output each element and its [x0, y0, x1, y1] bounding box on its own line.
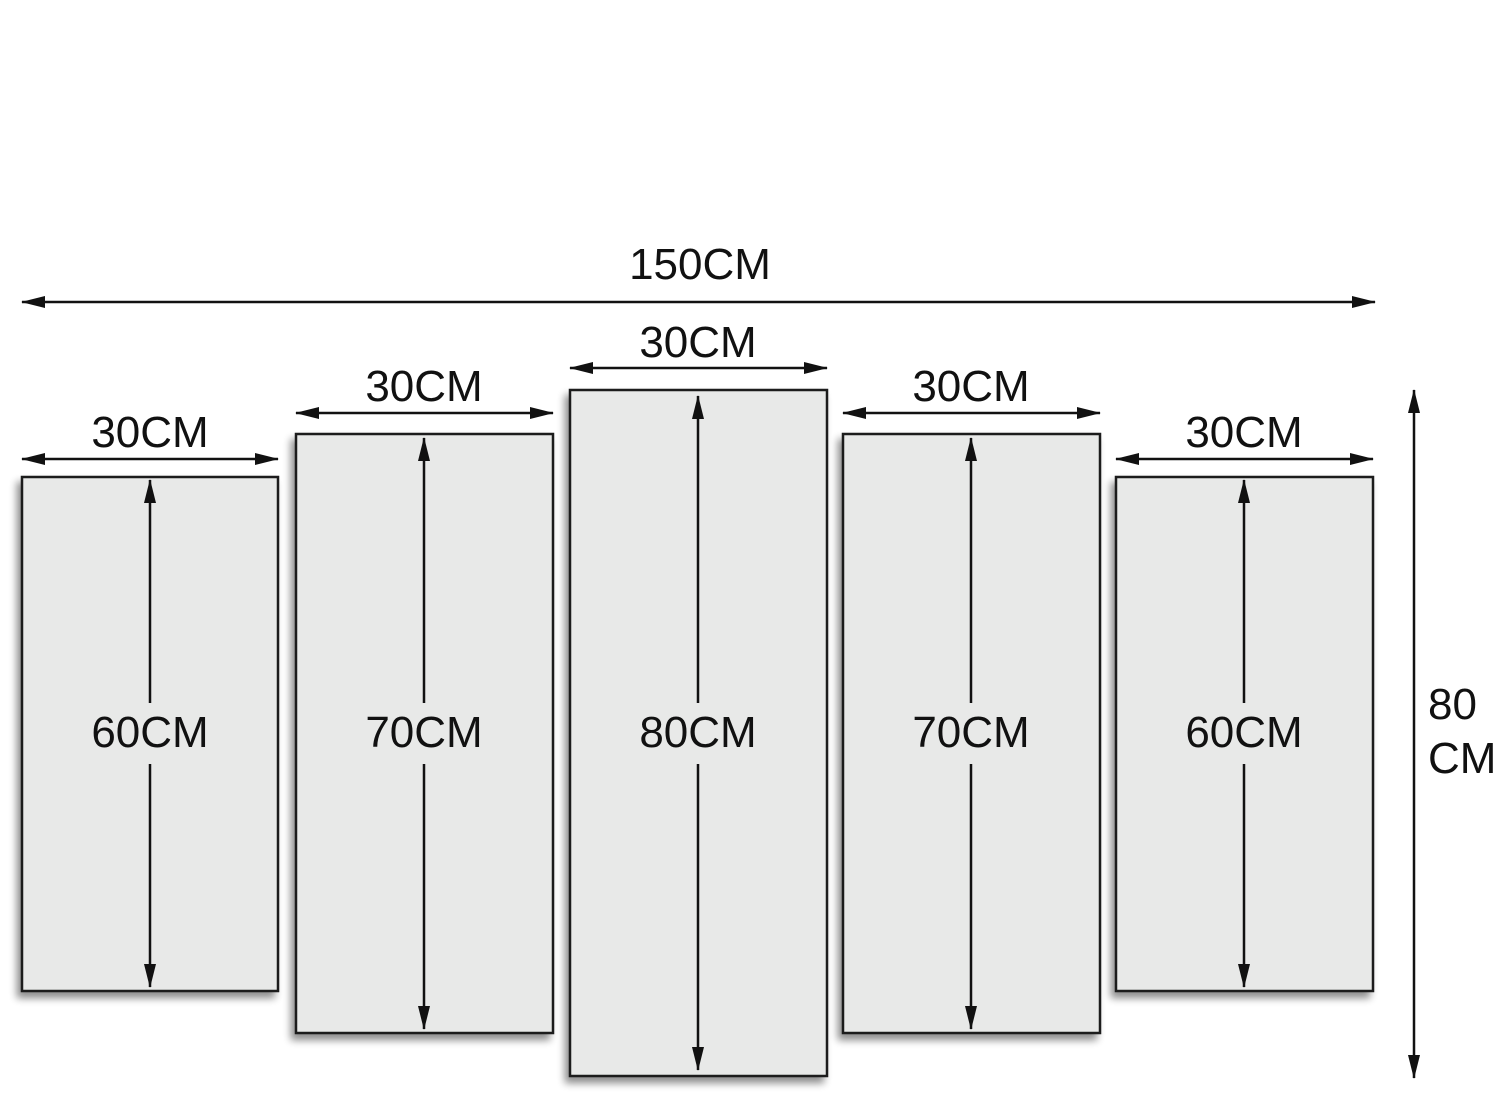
panel-1-height-label: 60CM [91, 708, 208, 757]
total-height-dimension: 80 CM [1408, 389, 1496, 1079]
total-width-dimension: 150CM [21, 240, 1376, 308]
panel-3-height-label: 80CM [639, 708, 756, 757]
panel-4-height-label: 70CM [912, 708, 1029, 757]
panel-4: 30CM 70CM [841, 362, 1102, 1035]
panel-5-width-label: 30CM [1185, 408, 1302, 457]
total-width-label: 150CM [629, 240, 771, 289]
panel-5-height-label: 60CM [1185, 708, 1302, 757]
panel-2: 30CM 70CM [294, 362, 555, 1035]
panel-2-width-label: 30CM [365, 362, 482, 411]
total-height-label-unit: CM [1428, 734, 1496, 783]
panel-3-width-label: 30CM [639, 318, 756, 367]
panel-2-height-label: 70CM [365, 708, 482, 757]
panel-3: 30CM 80CM [568, 318, 829, 1078]
total-height-label-value: 80 [1428, 680, 1477, 729]
panel-1: 30CM 60CM [20, 408, 280, 993]
panel-4-width-label: 30CM [912, 362, 1029, 411]
panel-1-width-label: 30CM [91, 408, 208, 457]
panel-5: 30CM 60CM [1114, 408, 1375, 993]
